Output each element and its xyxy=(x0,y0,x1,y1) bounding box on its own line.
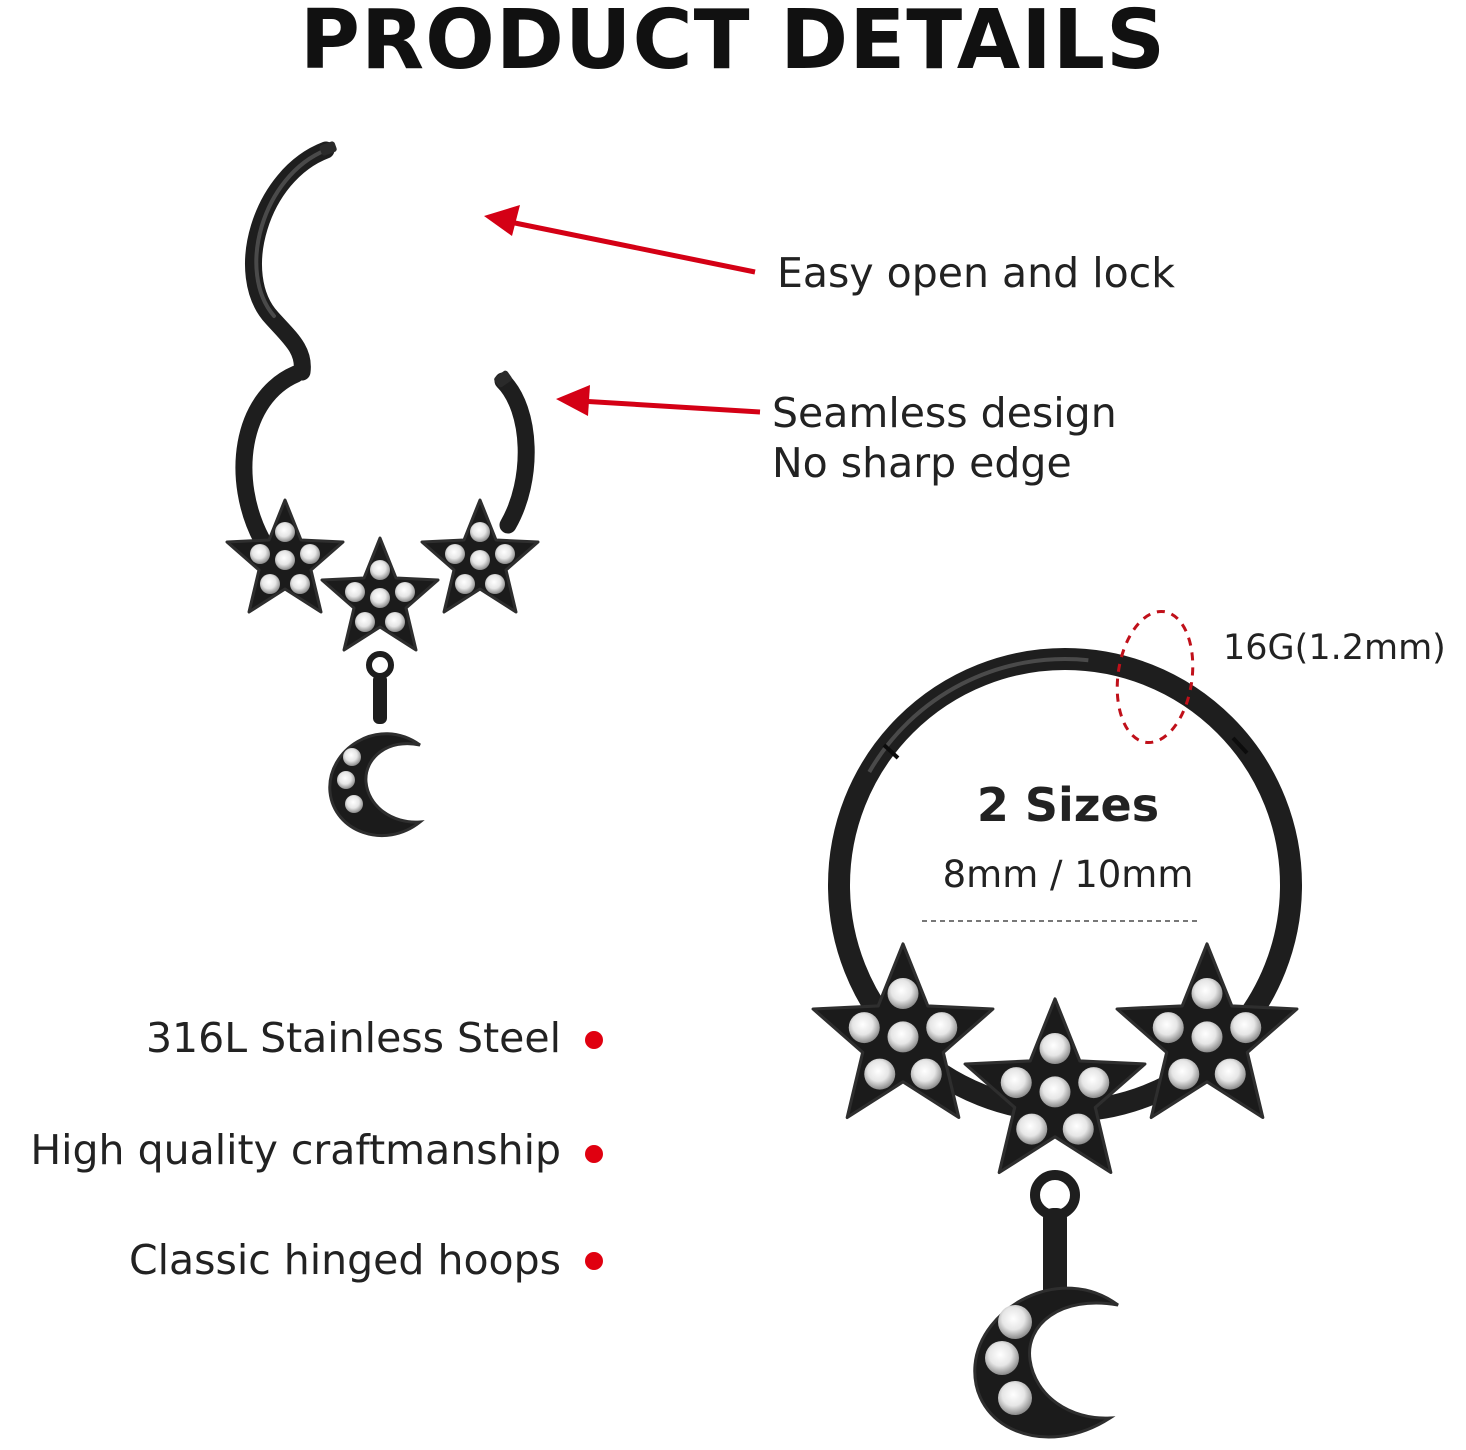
feature-316l-steel: 316L Stainless Steel xyxy=(145,1014,561,1062)
bullet-dot xyxy=(585,1252,603,1270)
crescent-moon-icon xyxy=(328,732,425,838)
feature-hinged-hoops: Classic hinged hoops xyxy=(128,1236,561,1284)
star-icon xyxy=(225,498,345,614)
callout-no-sharp-edge: No sharp edge xyxy=(772,439,1072,487)
bullet-dot xyxy=(585,1031,603,1049)
bullet-dot xyxy=(585,1145,603,1163)
open-hoop-earring-illustration xyxy=(225,141,540,838)
page-title: PRODUCT DETAILS xyxy=(299,0,1167,88)
crescent-moon-icon xyxy=(973,1286,1119,1439)
sizes-value: 8mm / 10mm xyxy=(942,853,1194,896)
star-icon xyxy=(320,536,440,652)
star-icon xyxy=(963,997,1147,1175)
star-icon xyxy=(1115,942,1299,1120)
sizes-title: 2 Sizes xyxy=(976,778,1160,832)
arrow-seamless xyxy=(556,385,761,416)
star-icon xyxy=(811,942,995,1120)
star-icon xyxy=(420,498,540,614)
callout-seamless-design: Seamless design xyxy=(772,389,1117,437)
gauge-label: 16G(1.2mm) xyxy=(1223,628,1446,668)
closed-hoop-earring-illustration xyxy=(811,609,1302,1439)
callout-easy-open-lock: Easy open and lock xyxy=(777,249,1175,297)
feature-craftmanship: High quality craftmanship xyxy=(30,1126,561,1174)
arrow-open-lock xyxy=(484,205,756,275)
